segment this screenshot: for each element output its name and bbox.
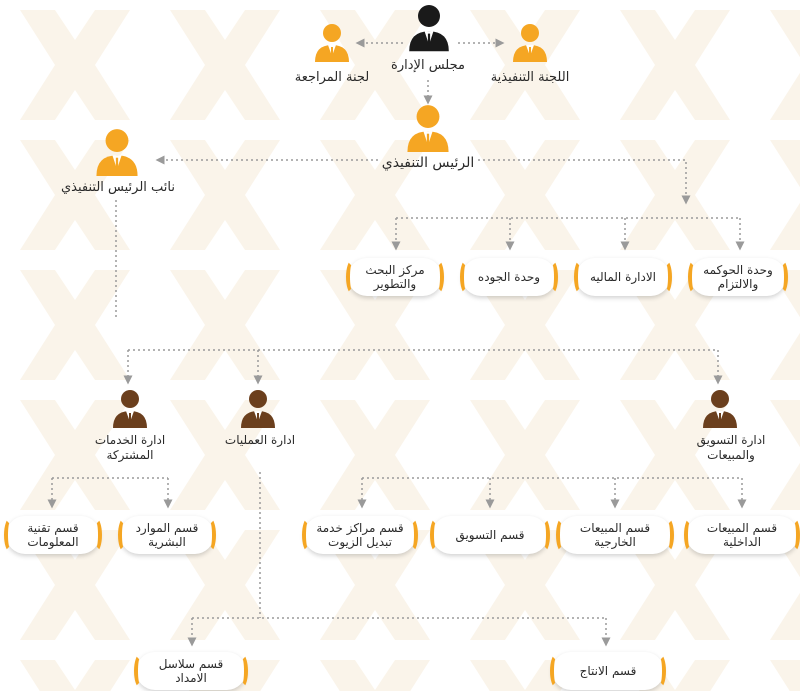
ceo-person-icon — [405, 104, 451, 152]
unit-finance: الادارة الماليه — [574, 258, 672, 296]
operations-label: ادارة العمليات — [224, 433, 296, 447]
audit-label: لجنة المراجعة — [294, 70, 370, 85]
section-production: قسم الانتاج — [550, 652, 666, 690]
board-label: مجلس الإدارة — [391, 58, 465, 73]
deputy-ceo-label: نائب الرئيس التنفيذي — [60, 180, 175, 195]
ceo-label: الرئيس التنفيذي — [381, 155, 475, 171]
section-it-label: قسم تقنية المعلومات — [27, 521, 79, 549]
section-it: قسم تقنية المعلومات — [4, 516, 102, 554]
marketing-sales-person-icon — [700, 388, 740, 428]
section-production-label: قسم الانتاج — [579, 664, 637, 678]
section-external-sales-label: قسم المبيعات الخارجية — [579, 521, 651, 549]
unit-rnd-label: مركز البحث والتطوير — [365, 263, 425, 291]
unit-quality: وحدة الجوده — [460, 258, 558, 296]
unit-governance-label: وحدة الحوكمه والالتزام — [703, 263, 773, 291]
section-oil-change-label: قسم مراكز خدمة تبديل الزيوت — [316, 521, 404, 549]
unit-rnd: مركز البحث والتطوير — [346, 258, 444, 296]
audit-person-icon — [312, 22, 352, 62]
shared-services-person-icon — [110, 388, 150, 428]
section-marketing-label: قسم التسويق — [455, 528, 525, 542]
unit-finance-label: الادارة الماليه — [589, 270, 657, 284]
section-supply-chain-label: قسم سلاسل الامداد — [158, 657, 224, 685]
exec-committee-label: اللجنة التنفيذية — [490, 70, 570, 85]
unit-governance: وحدة الحوكمه والالتزام — [688, 258, 788, 296]
section-supply-chain: قسم سلاسل الامداد — [134, 652, 248, 690]
section-oil-change: قسم مراكز خدمة تبديل الزيوت — [302, 516, 418, 554]
marketing-sales-label: ادارة التسويق والمبيعات — [696, 433, 766, 462]
section-hr-label: قسم الموارد البشرية — [135, 521, 199, 549]
section-hr: قسم الموارد البشرية — [118, 516, 216, 554]
section-marketing: قسم التسويق — [430, 516, 550, 554]
operations-person-icon — [238, 388, 278, 428]
section-internal-sales-label: قسم المبيعات الداخلية — [706, 521, 778, 549]
shared-services-label: ادارة الخدمات المشتركة — [94, 433, 166, 462]
section-external-sales: قسم المبيعات الخارجية — [556, 516, 674, 554]
exec-committee-person-icon — [510, 22, 550, 62]
unit-quality-label: وحدة الجوده — [477, 270, 541, 284]
board-person-icon — [407, 2, 451, 52]
deputy-ceo-person-icon — [94, 128, 140, 176]
section-internal-sales: قسم المبيعات الداخلية — [684, 516, 800, 554]
